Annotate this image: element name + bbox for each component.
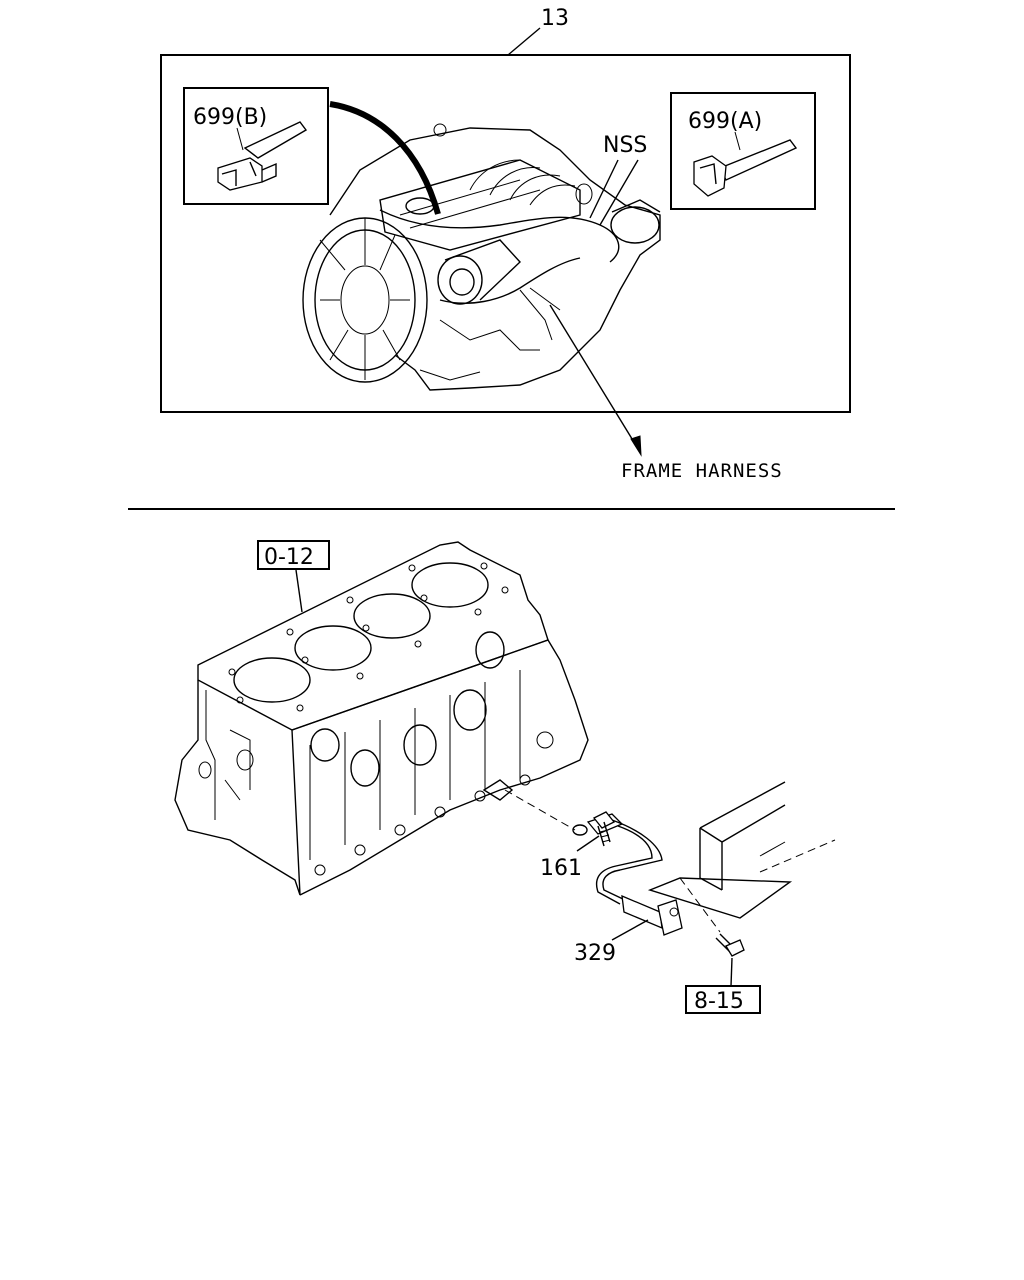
block-ref-box — [257, 540, 330, 570]
bolt-161-drawing — [592, 811, 616, 847]
sensor-329-label: 329 — [574, 941, 616, 966]
cylinder-block-drawing — [174, 541, 589, 896]
deck-bolt-holes — [228, 562, 509, 712]
inset-699a-box — [670, 92, 816, 210]
clip-a-icon — [719, 139, 798, 181]
harness-frame-box — [160, 54, 851, 413]
block-ref-label: 0-12 — [264, 545, 314, 570]
cylinder-block-section: 0-12 — [174, 540, 836, 1014]
cylinder-bore-2 — [294, 625, 372, 671]
cylinder-bore-3 — [353, 593, 431, 639]
assembly-label-13: 13 — [541, 6, 569, 31]
engine-harness-section: 13 699(B) 699(A) NSS — [160, 6, 851, 482]
sensor-bracket-drawing — [647, 781, 836, 933]
cylinder-bore-1 — [233, 657, 311, 703]
frame-harness-label: FRAME HARNESS — [621, 460, 783, 482]
inset-699a: 699(A) — [670, 92, 816, 210]
sensor-329-drawing — [572, 813, 683, 936]
bracket-ref-box — [685, 985, 761, 1014]
inset-699b-box — [183, 87, 329, 205]
engine-assembly-drawing — [302, 123, 661, 391]
inset-699b-label: 699(B) — [193, 105, 267, 130]
inset-699b: 699(B) — [183, 87, 329, 205]
nss-label: NSS — [603, 133, 647, 158]
bolt-8-15-drawing — [715, 933, 745, 957]
clip-b-icon — [243, 121, 308, 159]
cylinder-bore-4 — [411, 562, 489, 608]
inset-699a-label: 699(A) — [688, 109, 762, 134]
frame-harness-arrowhead — [630, 435, 642, 457]
sensor-centerline — [504, 789, 576, 831]
bracket-ref-label: 8-15 — [694, 989, 744, 1014]
engine-harness-wire — [379, 209, 620, 263]
bolt-161-label: 161 — [540, 856, 582, 881]
inset-b-leader — [329, 101, 441, 215]
assembly-leader-line — [507, 27, 541, 56]
frame-harness-arrow-line — [549, 304, 638, 448]
